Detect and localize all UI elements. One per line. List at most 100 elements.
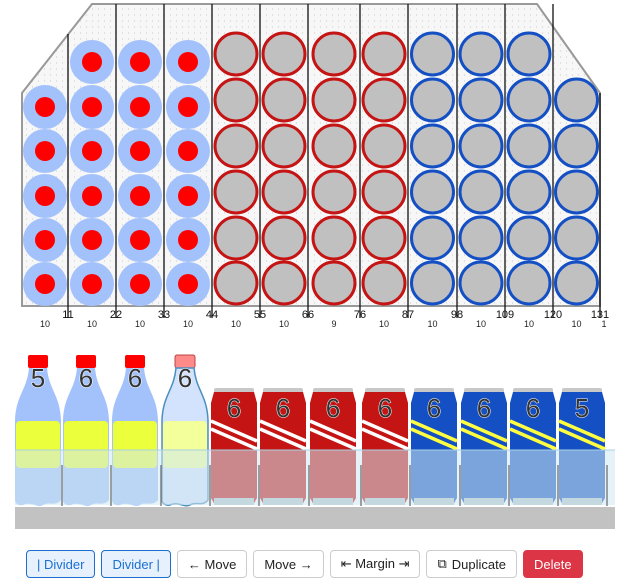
top-can-mark[interactable] <box>361 215 407 261</box>
top-can-mark[interactable] <box>311 77 357 123</box>
depth-number: 6 <box>227 393 241 423</box>
position-label: 22 <box>110 309 122 321</box>
top-can-mark[interactable] <box>213 215 259 261</box>
top-cap-mark <box>130 52 150 72</box>
top-can-mark[interactable] <box>506 260 552 306</box>
facing-count: 10 <box>379 319 389 329</box>
top-can-mark[interactable] <box>261 169 307 215</box>
facing-count: 10 <box>40 319 50 329</box>
top-can-mark[interactable] <box>506 77 552 123</box>
top-can-mark[interactable] <box>361 123 407 169</box>
depth-number: 5 <box>31 363 45 393</box>
top-can-mark[interactable] <box>554 77 599 123</box>
top-can-mark[interactable] <box>410 260 455 306</box>
top-can-mark[interactable] <box>311 31 357 77</box>
divider-right-button[interactable]: Divider | <box>101 550 171 578</box>
top-cap-mark <box>35 274 55 294</box>
move-left-button[interactable]: ← Move <box>176 550 248 578</box>
top-can-mark[interactable] <box>311 215 357 261</box>
facing-count: 9 <box>331 319 336 329</box>
top-can-mark[interactable] <box>410 123 455 169</box>
top-can-mark[interactable] <box>506 215 552 261</box>
top-can-mark[interactable] <box>554 215 599 261</box>
top-can-mark[interactable] <box>458 169 504 215</box>
top-cap-mark <box>82 274 102 294</box>
position-label: 55 <box>254 309 266 321</box>
top-can-mark[interactable] <box>361 31 407 77</box>
delete-button[interactable]: Delete <box>522 550 583 578</box>
top-can-mark[interactable] <box>261 260 307 306</box>
facing-count: 10 <box>476 319 486 329</box>
top-can-mark[interactable] <box>261 31 307 77</box>
facing-count: 10 <box>135 319 145 329</box>
top-can-mark[interactable] <box>361 260 407 306</box>
divider-left-button[interactable]: | Divider <box>26 550 96 578</box>
top-cap-mark <box>178 274 198 294</box>
top-cap-mark <box>178 186 198 206</box>
depth-number: 6 <box>427 393 441 423</box>
bottle-cap <box>28 355 48 368</box>
top-cap-mark <box>35 186 55 206</box>
top-can-mark[interactable] <box>554 260 599 306</box>
depth-number: 6 <box>378 393 392 423</box>
depth-number: 6 <box>326 393 340 423</box>
depth-number: 6 <box>79 363 93 393</box>
toolbar: | Divider Divider | ← Move Move → ⇤ Marg… <box>26 550 583 578</box>
position-label: 11 <box>62 309 73 321</box>
top-cap-mark <box>82 52 102 72</box>
top-cap-mark <box>178 97 198 117</box>
top-can-mark[interactable] <box>361 77 407 123</box>
top-can-mark[interactable] <box>213 123 259 169</box>
position-label: 120 <box>544 309 562 321</box>
move-right-button[interactable]: Move → <box>253 550 324 578</box>
top-can-mark[interactable] <box>554 123 599 169</box>
top-cap-mark <box>35 230 55 250</box>
top-can-mark[interactable] <box>311 169 357 215</box>
duplicate-button[interactable]: ⧉Duplicate <box>426 550 517 578</box>
top-cap-mark <box>35 141 55 161</box>
top-can-mark[interactable] <box>213 31 259 77</box>
top-cap-mark <box>178 141 198 161</box>
top-can-mark[interactable] <box>361 169 407 215</box>
top-cap-mark <box>130 97 150 117</box>
top-can-mark[interactable] <box>410 169 455 215</box>
top-can-mark[interactable] <box>311 123 357 169</box>
top-can-mark[interactable] <box>410 31 455 77</box>
facing-count: 1 <box>601 319 606 329</box>
top-can-mark[interactable] <box>458 77 504 123</box>
top-can-mark[interactable] <box>458 215 504 261</box>
margin-button[interactable]: ⇤ Margin ⇥ <box>329 550 421 578</box>
can-stripe <box>259 419 307 451</box>
top-can-mark[interactable] <box>506 31 552 77</box>
position-label: 76 <box>354 309 366 321</box>
top-can-mark[interactable] <box>458 260 504 306</box>
top-can-mark[interactable] <box>506 169 552 215</box>
top-can-mark[interactable] <box>261 123 307 169</box>
position-label: 109 <box>496 309 514 321</box>
top-can-mark[interactable] <box>410 215 455 261</box>
top-can-mark[interactable] <box>458 31 504 77</box>
top-can-mark[interactable] <box>458 123 504 169</box>
can-stripe <box>509 419 557 451</box>
depth-number: 6 <box>477 393 491 423</box>
top-can-mark[interactable] <box>554 169 599 215</box>
top-can-mark[interactable] <box>410 77 455 123</box>
depth-number: 6 <box>276 393 290 423</box>
top-can-mark[interactable] <box>311 260 357 306</box>
shelf-front-glass <box>15 450 615 505</box>
top-can-mark[interactable] <box>213 260 259 306</box>
top-can-mark[interactable] <box>213 77 259 123</box>
position-label: 66 <box>302 309 314 321</box>
top-cap-mark <box>130 274 150 294</box>
top-can-mark[interactable] <box>506 123 552 169</box>
top-can-mark[interactable] <box>261 77 307 123</box>
top-cap-mark <box>35 97 55 117</box>
top-can-mark[interactable] <box>261 215 307 261</box>
duplicate-label: Duplicate <box>451 556 506 572</box>
position-label: 131 <box>591 309 609 321</box>
top-can-mark[interactable] <box>213 169 259 215</box>
top-cap-mark <box>82 97 102 117</box>
facing-count: 10 <box>231 319 241 329</box>
position-label: 98 <box>451 309 463 321</box>
